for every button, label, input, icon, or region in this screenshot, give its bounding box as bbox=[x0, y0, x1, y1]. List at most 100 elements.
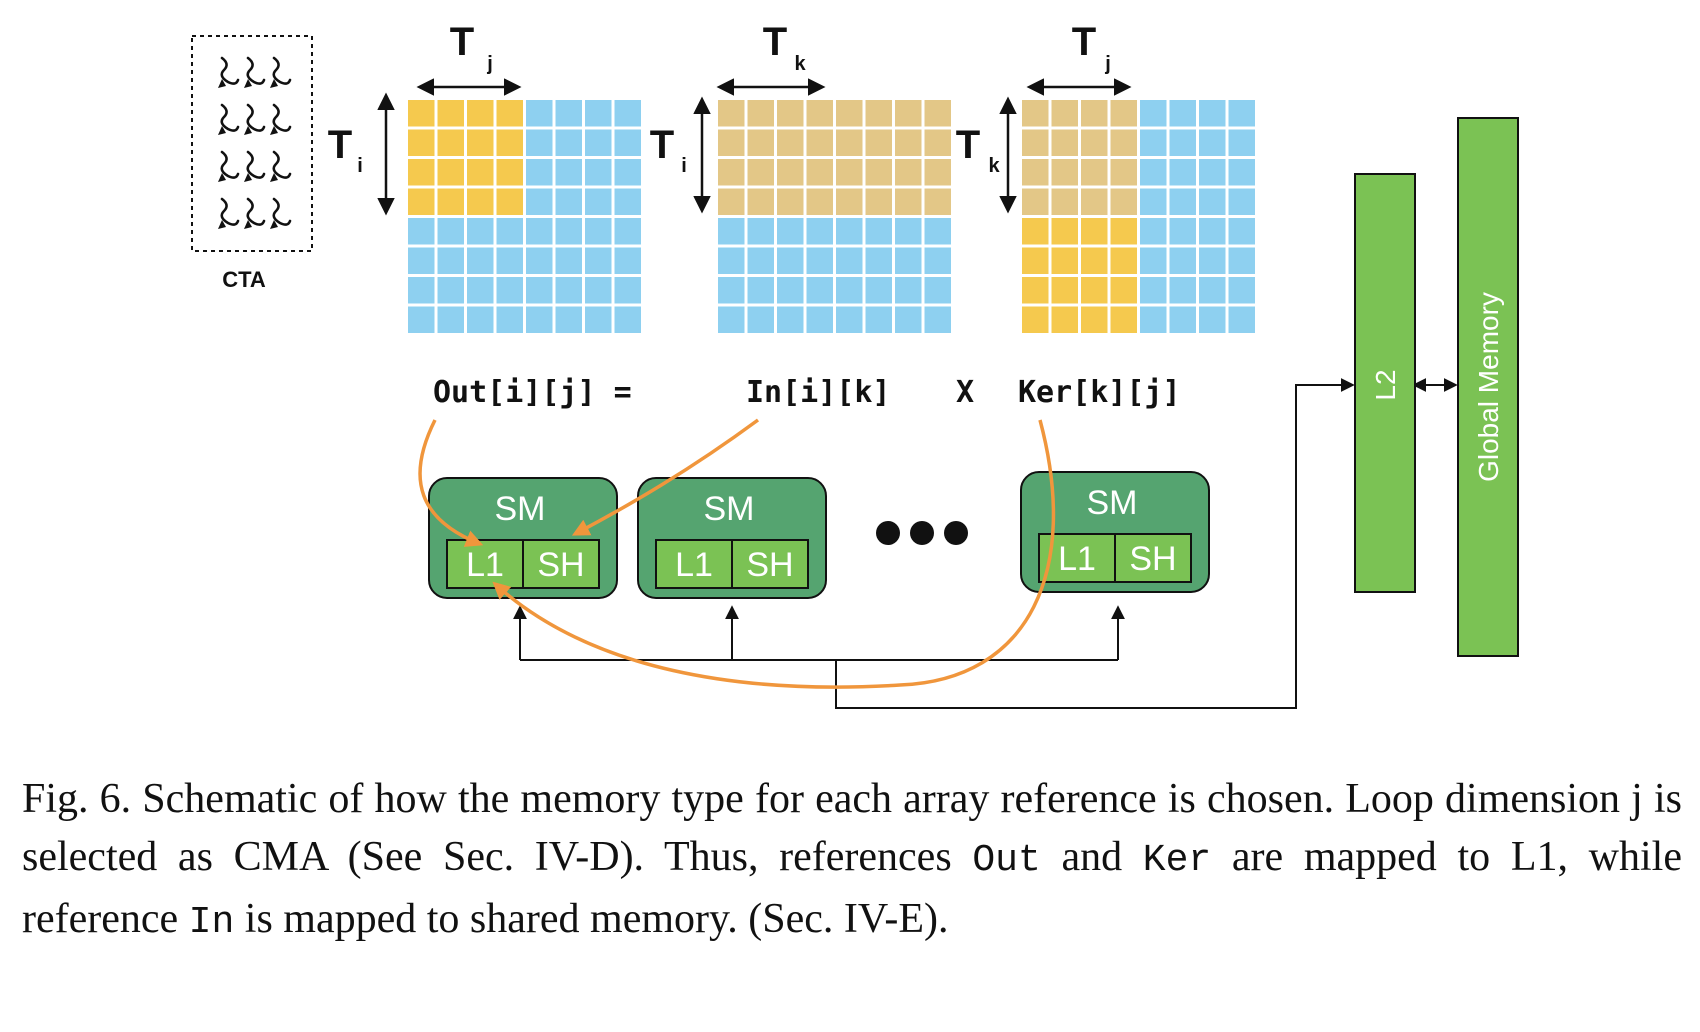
matrix-cell bbox=[777, 129, 804, 156]
warp-icon bbox=[244, 56, 266, 88]
matrix-cell bbox=[467, 100, 494, 127]
matrix-cell bbox=[437, 218, 464, 245]
matrix-cell bbox=[777, 306, 804, 333]
matrix-cell bbox=[585, 129, 612, 156]
matrix-cell bbox=[614, 188, 641, 215]
equation-ker: Ker[k][j] bbox=[1018, 375, 1181, 410]
matrix-cell bbox=[1199, 218, 1226, 245]
matrix-cell bbox=[526, 306, 553, 333]
matrix-cell bbox=[1081, 277, 1108, 304]
matrix-cell bbox=[408, 188, 435, 215]
matrix-cell bbox=[924, 129, 951, 156]
matrix-cell bbox=[1169, 129, 1196, 156]
matrix-cell bbox=[1228, 188, 1255, 215]
matrix-cell bbox=[496, 247, 523, 274]
l2-label: L2 bbox=[1370, 369, 1401, 400]
matrix-cell bbox=[1199, 159, 1226, 186]
global-memory-block bbox=[1457, 117, 1519, 657]
matrix-cell bbox=[555, 218, 582, 245]
matrix-cell bbox=[585, 188, 612, 215]
matrix-cell bbox=[408, 247, 435, 274]
matrix-cell bbox=[585, 100, 612, 127]
matrix-cell bbox=[865, 159, 892, 186]
matrix-cell bbox=[437, 100, 464, 127]
matrix-cell bbox=[585, 218, 612, 245]
equation-out: Out[i][j] = bbox=[433, 375, 632, 410]
matrix-cell bbox=[1140, 247, 1167, 274]
matrix-cell bbox=[1022, 129, 1049, 156]
matrix-cell bbox=[555, 159, 582, 186]
global-memory-label: Global Memory bbox=[1473, 292, 1504, 482]
matrix-cell bbox=[1081, 100, 1108, 127]
dot-1 bbox=[876, 521, 900, 545]
matrix-cell bbox=[1022, 306, 1049, 333]
matrix-cell bbox=[895, 129, 922, 156]
matrix-cell bbox=[895, 247, 922, 274]
out-side-dim-sub: i bbox=[357, 155, 363, 177]
matrix-cell bbox=[496, 129, 523, 156]
matrix-cell bbox=[865, 277, 892, 304]
matrix-cell bbox=[1051, 188, 1078, 215]
matrix-cell bbox=[555, 306, 582, 333]
l1-label: L1 bbox=[675, 546, 713, 584]
matrix-cell bbox=[836, 247, 863, 274]
matrix-cell bbox=[614, 100, 641, 127]
matrix-cell bbox=[1199, 277, 1226, 304]
matrix-cell bbox=[526, 100, 553, 127]
matrix-cell bbox=[496, 188, 523, 215]
matrix-cell bbox=[555, 188, 582, 215]
matrix-cell bbox=[1110, 218, 1137, 245]
matrix-cell bbox=[408, 100, 435, 127]
matrix-cell bbox=[1228, 247, 1255, 274]
matrix-cell bbox=[718, 129, 745, 156]
matrix-cell bbox=[467, 277, 494, 304]
matrix-cell bbox=[408, 129, 435, 156]
matrix-cell bbox=[836, 159, 863, 186]
out-top-dim-label: T bbox=[450, 20, 474, 64]
matrix-cell bbox=[865, 247, 892, 274]
matrix-cell bbox=[1169, 218, 1196, 245]
matrix-in bbox=[718, 100, 951, 333]
shared-memory-cell bbox=[522, 539, 600, 589]
l1-cache-cell bbox=[655, 539, 733, 589]
matrix-cell bbox=[865, 218, 892, 245]
caption-text-4: is mapped to shared memory. (Sec. IV-E). bbox=[234, 896, 949, 942]
matrix-cell bbox=[806, 100, 833, 127]
matrix-cell bbox=[1051, 159, 1078, 186]
out-side-dim-label: T bbox=[328, 123, 352, 167]
out-top-dim-sub: j bbox=[486, 53, 493, 75]
matrix-cell bbox=[585, 277, 612, 304]
matrix-cell bbox=[1110, 188, 1137, 215]
matrix-cell bbox=[1051, 277, 1078, 304]
matrix-cell bbox=[1140, 100, 1167, 127]
matrix-out bbox=[408, 100, 641, 333]
matrix-cell bbox=[496, 218, 523, 245]
equation-times: X bbox=[956, 375, 974, 410]
warp-icon bbox=[218, 197, 240, 229]
matrix-cell bbox=[1199, 100, 1226, 127]
matrix-cell bbox=[437, 129, 464, 156]
matrix-cell bbox=[895, 306, 922, 333]
figure-caption: Fig. 6. Schematic of how the memory type… bbox=[22, 770, 1682, 952]
matrix-cell bbox=[585, 159, 612, 186]
matrix-cell bbox=[836, 129, 863, 156]
matrix-cell bbox=[1081, 306, 1108, 333]
matrix-cell bbox=[437, 188, 464, 215]
sm-label: SM bbox=[704, 490, 755, 528]
matrix-cell bbox=[408, 306, 435, 333]
memory-hierarchy: L2 Global Memory bbox=[1354, 117, 1519, 657]
matrix-cell bbox=[1022, 218, 1049, 245]
matrix-cell bbox=[1022, 247, 1049, 274]
interconnect bbox=[513, 378, 1458, 709]
ker-side-dim-label: T bbox=[956, 123, 980, 167]
matrix-cell bbox=[924, 306, 951, 333]
in-to-sh-arrow bbox=[571, 418, 760, 536]
matrix-cell bbox=[1228, 218, 1255, 245]
matrix-cell bbox=[1051, 100, 1078, 127]
warp-icon bbox=[244, 103, 266, 135]
caption-text-2: and bbox=[1040, 834, 1143, 880]
matrix-cell bbox=[718, 277, 745, 304]
matrix-cell bbox=[1022, 188, 1049, 215]
matrix-cell bbox=[1169, 100, 1196, 127]
